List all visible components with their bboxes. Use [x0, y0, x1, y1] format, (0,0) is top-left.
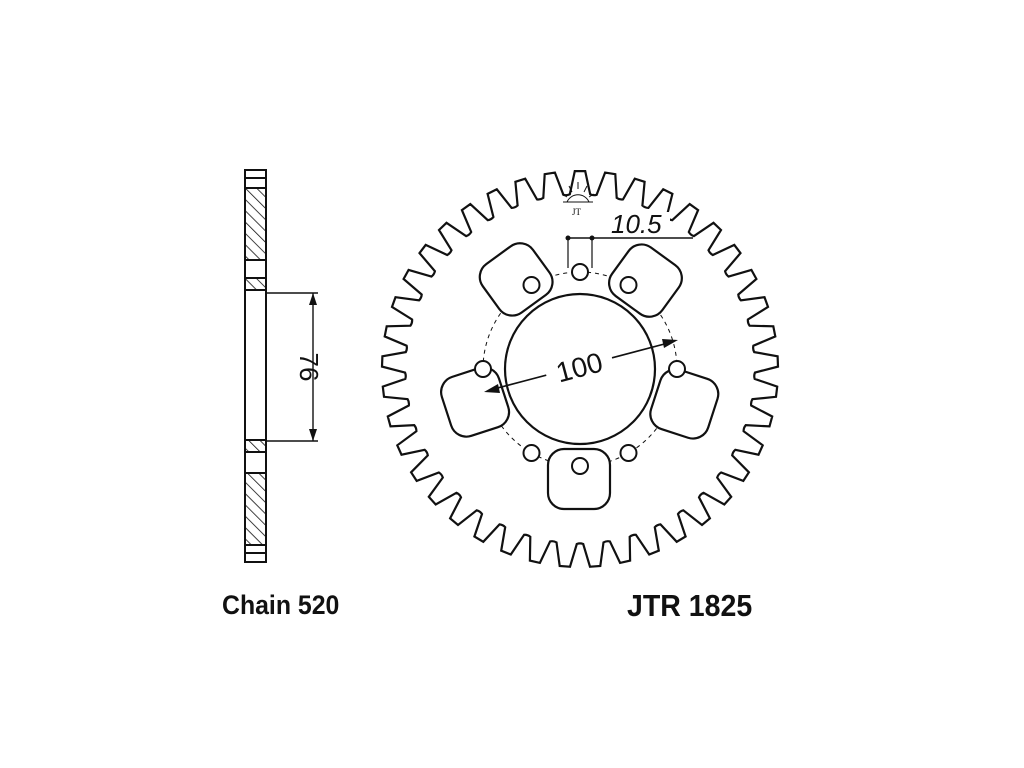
dim-10-5-label: 10.5 — [611, 209, 662, 239]
side-lower-hatch-2 — [244, 472, 267, 546]
lightening-hole — [608, 243, 683, 318]
bolt-hole — [571, 263, 589, 281]
lightening-hole — [649, 368, 720, 440]
side-hub — [244, 289, 267, 441]
bolt-hole — [571, 457, 589, 475]
bolt-hole — [522, 276, 541, 294]
dim-100-arrow-right — [662, 339, 678, 348]
bolt-hole — [668, 360, 686, 378]
timing-mark-icon: JT — [561, 182, 595, 217]
lightening-hole — [478, 242, 554, 317]
side-lower-hatch-1 — [244, 439, 267, 453]
lightening-holes — [440, 242, 720, 511]
front-view: 100 10.5 JT — [380, 170, 780, 568]
bolt-hole — [619, 276, 638, 294]
part-number-label: JTR 1825 — [627, 588, 753, 623]
side-view — [244, 169, 318, 563]
dim-76-label: 76 — [294, 353, 324, 382]
bolt-holes — [474, 263, 686, 475]
lightening-hole — [440, 366, 511, 438]
side-upper-hatch-2 — [244, 277, 267, 291]
bolt-hole — [474, 360, 492, 378]
dim-100-arrow-left — [484, 384, 500, 393]
bolt-hole — [619, 444, 638, 462]
lightening-hole — [546, 447, 612, 511]
bolt-hole — [522, 444, 541, 462]
svg-text:JT: JT — [572, 207, 582, 217]
side-upper-hatch-1 — [244, 187, 267, 261]
chain-size-label: Chain 520 — [222, 590, 340, 620]
